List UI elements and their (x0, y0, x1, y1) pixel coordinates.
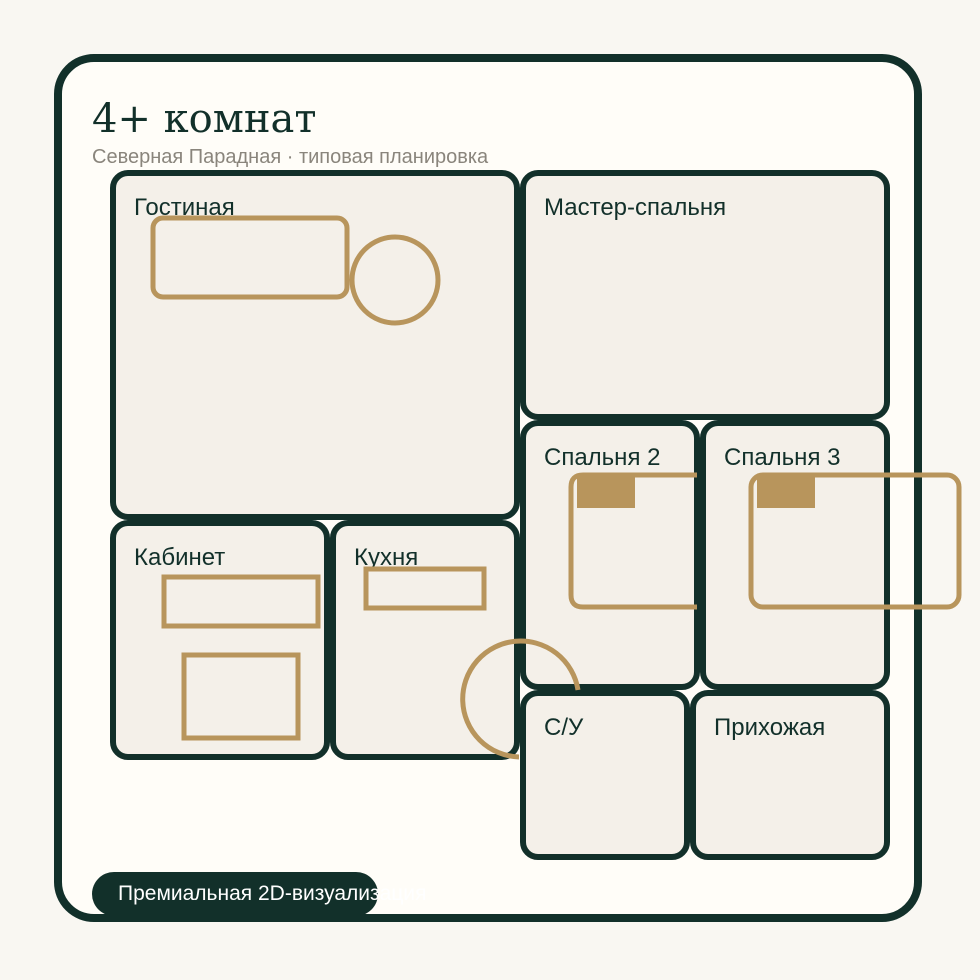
room-bedroom-3[interactable]: Спальня 3 (700, 420, 890, 690)
pillow-bed-3-icon (757, 477, 815, 508)
room-study[interactable]: Кабинет (110, 520, 330, 760)
cabinet-icon (181, 652, 301, 741)
room-hallway[interactable]: Прихожая (690, 690, 890, 860)
premium-badge (92, 872, 378, 916)
premium-badge-label: Премиальная 2D-визуализация (118, 882, 427, 905)
door-swing-icon (460, 638, 581, 760)
plan-title: 4+ комнат (92, 96, 317, 142)
desk-icon (161, 574, 321, 629)
room-living[interactable]: Гостиная (110, 170, 520, 520)
room-label-master-bedroom: Мастер-спальня (544, 194, 727, 221)
kitchen-counter-icon (363, 566, 487, 611)
bed-2-icon (568, 472, 697, 610)
bed-3-icon (748, 472, 962, 610)
room-label-bedroom-3: Спальня 3 (724, 444, 841, 471)
room-label-bathroom: С/У (544, 714, 584, 741)
room-master-bedroom[interactable]: Мастер-спальня (520, 170, 890, 420)
room-label-study: Кабинет (134, 544, 226, 571)
room-kitchen[interactable]: Кухня (330, 520, 520, 760)
room-label-bedroom-2: Спальня 2 (544, 444, 661, 471)
room-label-hallway: Прихожая (714, 714, 826, 741)
room-bathroom[interactable]: С/У (520, 690, 690, 860)
round-table-icon (349, 234, 441, 326)
pillow-bed-2-icon (577, 477, 635, 508)
plan-subtitle: Северная Парадная · типовая планировка (92, 146, 489, 168)
sofa-icon (150, 215, 350, 300)
room-bedroom-2[interactable]: Спальня 2 (520, 420, 700, 690)
